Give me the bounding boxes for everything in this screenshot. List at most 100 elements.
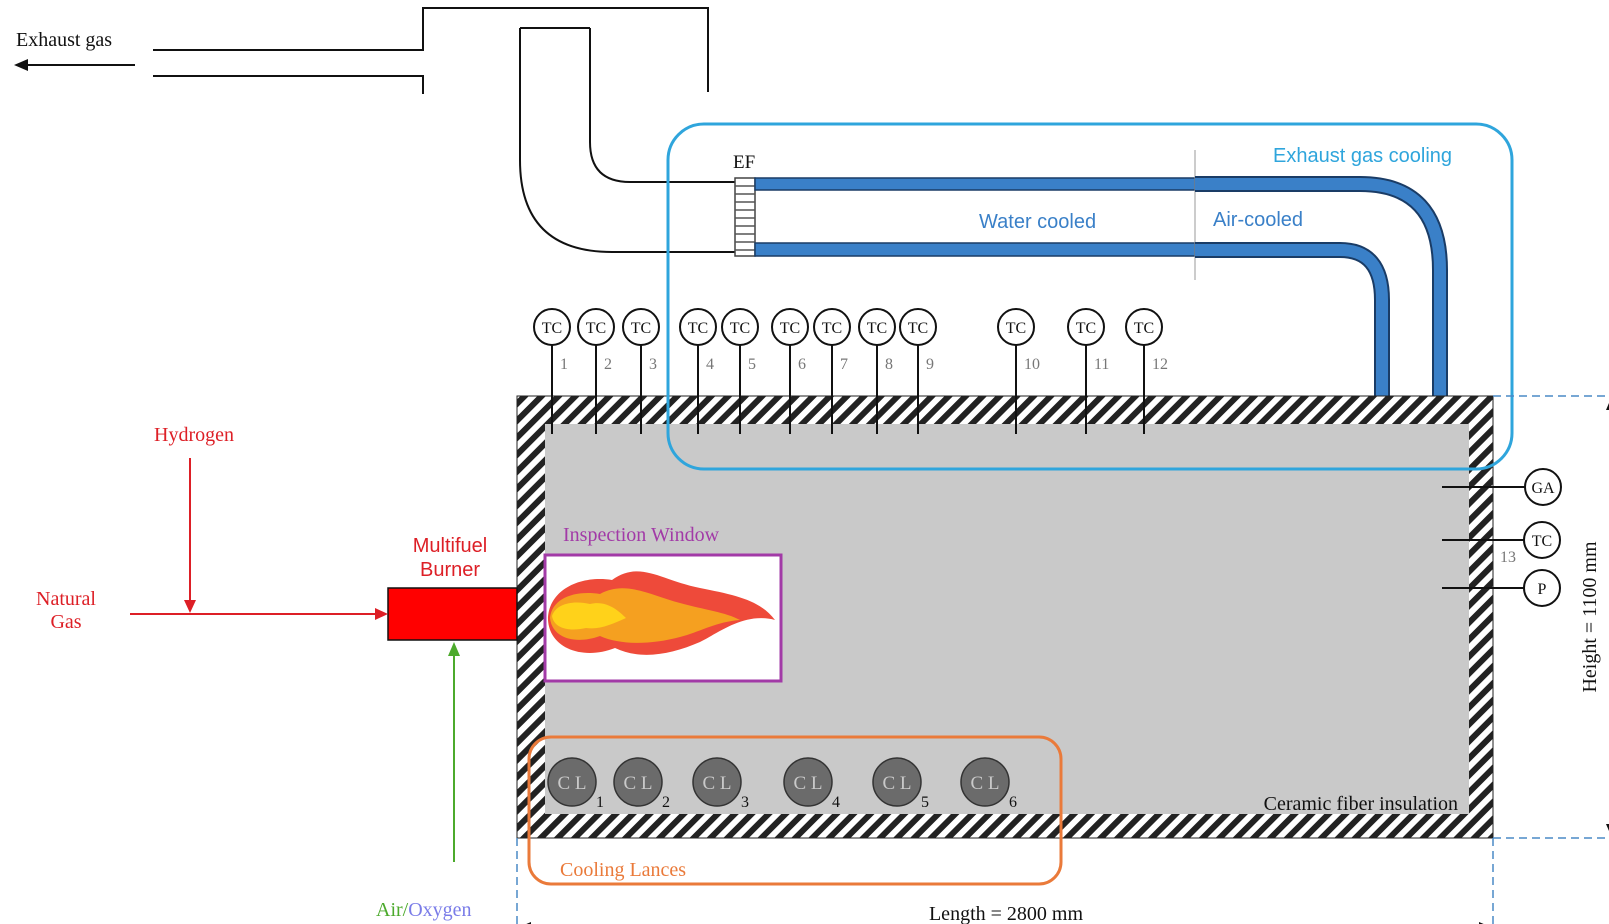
cooling-lance-symbol: C L (557, 773, 586, 794)
thermocouple-circle (813, 308, 851, 346)
height-dimension (1493, 395, 1609, 839)
air-cooled-label: Air-cooled (1213, 209, 1303, 231)
thermocouple-number: 4 (706, 356, 714, 373)
thermocouple-symbol: TC (780, 320, 800, 337)
thermocouple-number: 1 (560, 356, 568, 373)
thermocouple-13: TC 13 (1500, 521, 1561, 566)
thermocouple-13-symbol: TC (1532, 533, 1552, 550)
thermocouple-4: TC 4 (679, 308, 717, 434)
natural-gas-label-line2: Gas (50, 611, 81, 633)
cooling-lance-circle (783, 757, 833, 807)
thermocouple-number: 10 (1024, 356, 1040, 373)
thermocouple-8: TC8 (858, 308, 896, 434)
thermocouple-2: TC 2 (577, 308, 615, 434)
air-oxygen-line (448, 642, 460, 862)
cooling-lance-number: 3 (741, 794, 749, 811)
cooling-lance-circle (613, 757, 663, 807)
thermocouple-symbol: TC (730, 320, 750, 337)
cooling-lance-4: C L 4 (783, 757, 840, 811)
exhaust-duct (153, 7, 735, 253)
ceramic-insulation-label: Ceramic fiber insulation (1264, 793, 1458, 815)
thermocouple-circle (771, 308, 809, 346)
gas-analyzer: GA (1524, 468, 1562, 506)
thermocouple-1: TC 1 (533, 308, 571, 434)
thermocouple-number: 2 (604, 356, 612, 373)
thermocouple-9: TC9 (899, 308, 937, 434)
pressure-sensor: P (1523, 569, 1561, 607)
thermocouple-symbol: TC (822, 320, 842, 337)
thermocouple-symbol: TC (631, 320, 651, 337)
thermocouple-circle (1067, 308, 1105, 346)
cooling-lance-symbol: C L (882, 773, 911, 794)
thermocouple-number: 8 (885, 356, 893, 373)
thermocouple-symbol: TC (1006, 320, 1026, 337)
natural-gas-line (130, 608, 388, 620)
water-cooled-section (754, 150, 1196, 280)
cooling-lance-symbol: C L (623, 773, 652, 794)
cooling-lance-number: 6 (1009, 794, 1017, 811)
cooling-lances-box (527, 735, 1063, 886)
cooling-lance-number: 2 (662, 794, 670, 811)
burner-label-line1: Multifuel (413, 535, 487, 557)
water-cooled-label: Water cooled (979, 211, 1096, 233)
thermocouple-symbol: TC (1134, 320, 1154, 337)
thermocouple-symbol: TC (1076, 320, 1096, 337)
pressure-symbol: P (1538, 581, 1547, 598)
inspection-window-label: Inspection Window (563, 524, 720, 546)
thermocouple-circle (997, 308, 1035, 346)
cooling-lance-3: C L 3 (692, 757, 749, 811)
inspection-window (543, 553, 783, 683)
thermocouple-symbol: TC (542, 320, 562, 337)
thermocouple-12: TC 12 (1125, 308, 1168, 434)
thermocouple-6: TC 6 (771, 308, 809, 434)
cooling-lances-label: Cooling Lances (560, 859, 686, 881)
air-oxygen-slash: / (403, 899, 409, 921)
oxygen-label: Oxygen (408, 899, 471, 921)
thermocouple-number: 7 (840, 356, 848, 373)
exhaust-gas-label: Exhaust gas (16, 29, 112, 51)
natural-gas-label-line1: Natural (36, 588, 96, 610)
cooling-lance-1: C L 1 (547, 757, 604, 811)
cooling-lance-number: 4 (832, 794, 840, 811)
height-label: Height = 1100 mm (1579, 541, 1601, 693)
cooling-lances: C L1C L2C L3C L4C L5C L6 (547, 757, 1017, 811)
thermocouple-circle (1125, 308, 1163, 346)
cooling-lance-symbol: C L (702, 773, 731, 794)
thermocouple-symbol: TC (688, 320, 708, 337)
thermocouple-circle (858, 308, 896, 346)
thermocouple-circle (577, 308, 615, 346)
exhaust-cooling-label: Exhaust gas cooling (1273, 145, 1452, 167)
filter-label: EF (733, 152, 755, 173)
air-oxygen-label: Air/Oxygen (376, 899, 472, 921)
exhaust-cooling-box (666, 122, 1514, 471)
thermocouple-11: TC 11 (1067, 308, 1109, 434)
flame (548, 571, 775, 655)
thermocouple-circle (622, 308, 660, 346)
cooling-lance-number: 1 (596, 794, 604, 811)
thermocouple-number: 6 (798, 356, 806, 373)
thermocouple-number: 12 (1152, 356, 1168, 373)
length-label: Length = 2800 mm (929, 903, 1083, 924)
cooling-lance-symbol: C L (793, 773, 822, 794)
thermocouple-circle (679, 308, 717, 346)
exhaust-filter (734, 177, 756, 257)
thermocouple-symbol: TC (586, 320, 606, 337)
cooling-lance-circle (872, 757, 922, 807)
thermocouple-10: TC 10 (997, 308, 1040, 434)
cooling-lance-circle (960, 757, 1010, 807)
thermocouple-7: TC 7 (813, 308, 851, 434)
thermocouple-3: TC 3 (622, 308, 660, 434)
multifuel-burner (387, 587, 518, 641)
burner-label-line2: Burner (420, 559, 480, 581)
thermocouple-number: 3 (649, 356, 657, 373)
cooling-lance-number: 5 (921, 794, 929, 811)
cooling-lance-circle (692, 757, 742, 807)
thermocouple-number: 11 (1094, 356, 1109, 373)
hydrogen-line (184, 458, 196, 613)
thermocouple-number: 5 (748, 356, 756, 373)
thermocouple-number: 9 (926, 356, 934, 373)
thermocouple-5: TC 5 (721, 308, 759, 434)
exhaust-arrow (14, 59, 135, 71)
